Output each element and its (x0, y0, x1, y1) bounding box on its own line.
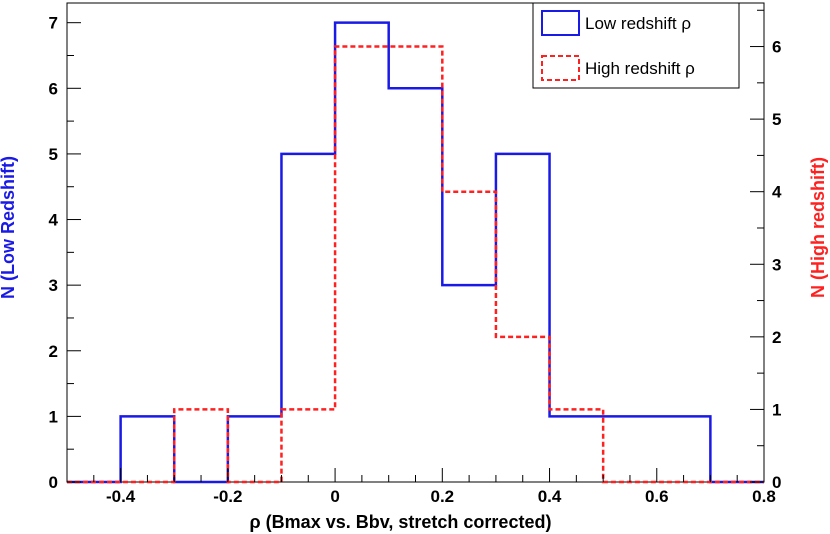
y-right-tick-label: 4 (772, 183, 782, 202)
y-left-tick-label: 3 (49, 276, 58, 295)
legend: Low redshift ρ High redshift ρ (532, 2, 740, 89)
y-left-tick-label: 1 (49, 407, 58, 426)
y-right-tick-label: 1 (772, 400, 781, 419)
y-left-tick-label: 0 (49, 473, 58, 492)
x-tick-label: 0.6 (645, 487, 669, 506)
y-left-tick-label: 7 (49, 14, 58, 33)
histogram-series-low-redshift (67, 21, 764, 484)
histogram-series-high-redshift (67, 45, 764, 484)
legend-label-high-redshift: High redshift ρ (585, 59, 695, 78)
x-tick-label: 0.2 (430, 487, 454, 506)
series-layer (67, 21, 764, 484)
x-tick-label: -0.2 (213, 487, 242, 506)
legend-swatch-low-redshift (541, 10, 580, 36)
x-tick-label: 0.4 (538, 487, 562, 506)
y-left-tick-label: 4 (49, 211, 59, 230)
y-right-tick-label: 0 (772, 473, 781, 492)
legend-label-low-redshift: Low redshift ρ (585, 14, 691, 33)
y-right-tick-label: 6 (772, 38, 781, 57)
legend-box (532, 2, 740, 89)
legend-swatch-high-redshift (541, 55, 580, 81)
x-tick-label: 0 (330, 487, 339, 506)
y-right-tick-label: 5 (772, 110, 781, 129)
x-tick-label: -0.4 (106, 487, 136, 506)
y-axis-right-title: N (High redshift) (808, 157, 828, 298)
y-left-tick-label: 5 (49, 145, 58, 164)
y-right-tick-label: 2 (772, 328, 781, 347)
y-left-tick-label: 2 (49, 342, 58, 361)
y-axis-left-title: N (Low Redshift) (0, 156, 18, 299)
y-left-tick-label: 6 (49, 79, 58, 98)
y-right-tick-label: 3 (772, 255, 781, 274)
x-axis-title: ρ (Bmax vs. Bbv, stretch corrected) (250, 512, 552, 532)
x-tick-label: 0.8 (752, 487, 776, 506)
